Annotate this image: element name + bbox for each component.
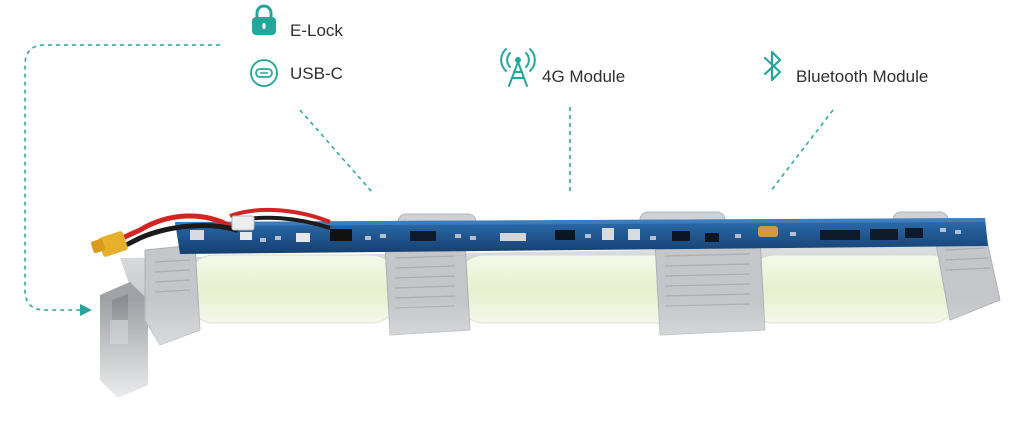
xt-connector xyxy=(90,231,128,257)
lock-icon xyxy=(252,4,276,35)
bluetooth-module-label: Bluetooth Module xyxy=(796,67,929,86)
black-wire xyxy=(117,223,239,251)
pcb-board xyxy=(175,218,988,254)
bluetooth-leader-line xyxy=(769,109,834,193)
red-wire xyxy=(115,213,233,243)
elock-leader-line xyxy=(24,44,220,311)
antenna-signal-icon xyxy=(500,48,536,87)
usbc-label: USB-C xyxy=(290,64,343,83)
arrowhead-icon xyxy=(80,304,92,316)
4g-module-label: 4G Module xyxy=(542,67,626,86)
usb-c-icon xyxy=(250,59,278,87)
elock-label: E-Lock xyxy=(290,21,343,40)
pcb-components xyxy=(190,226,961,242)
usbc-leader-line xyxy=(299,109,373,193)
bluetooth-icon xyxy=(763,50,782,82)
